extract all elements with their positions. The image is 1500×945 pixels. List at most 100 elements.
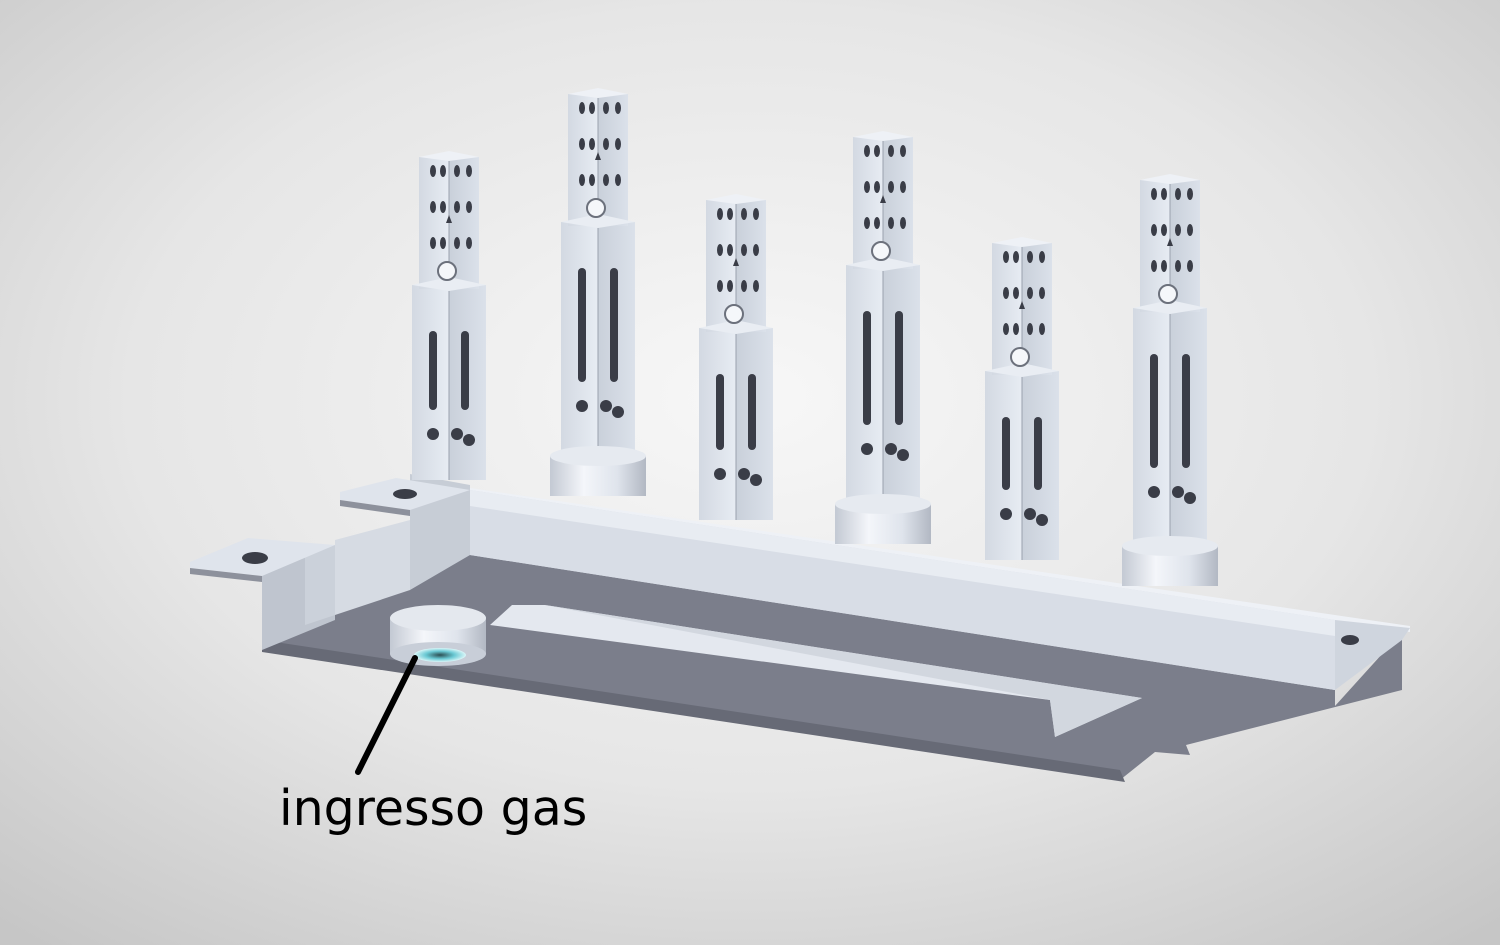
tube-port-hole xyxy=(900,217,906,229)
gas-inlet xyxy=(390,605,486,666)
tube-port-hole xyxy=(615,138,621,150)
manifold-left-box-face xyxy=(335,520,410,615)
tube-slot xyxy=(748,374,756,450)
tube-lower-hole xyxy=(750,474,762,486)
tube-port-hole xyxy=(888,217,894,229)
tube-port-hole xyxy=(888,181,894,193)
tube-top-cap xyxy=(1140,174,1200,184)
tube-slot xyxy=(578,268,586,382)
tube-lower-hole xyxy=(1148,486,1160,498)
tube-port-hole xyxy=(1013,287,1019,299)
tube-port-hole xyxy=(741,280,747,292)
tube-port-hole xyxy=(1013,251,1019,263)
tube-port-hole xyxy=(1027,251,1033,263)
tube-port-hole xyxy=(741,208,747,220)
tube-port-hole xyxy=(440,165,446,177)
tube-port-hole xyxy=(900,145,906,157)
tube-marker xyxy=(733,258,739,266)
tube-port-hole xyxy=(440,237,446,249)
tube-shoulder xyxy=(699,320,773,334)
manifold-channel-inner-face xyxy=(490,605,1142,737)
tube-port-hole xyxy=(1027,323,1033,335)
tube-port-hole xyxy=(717,244,723,256)
manifold xyxy=(190,474,1410,782)
tube-port-hole xyxy=(466,201,472,213)
tube-port-hole xyxy=(579,102,585,114)
tube-shoulder xyxy=(412,277,486,291)
manifold-front-wall-highlight xyxy=(470,490,1335,636)
tube-slot xyxy=(610,268,618,382)
tube-shoulder xyxy=(561,214,635,228)
tube-slot xyxy=(1182,354,1190,468)
tube-port-hole xyxy=(900,181,906,193)
tube-port-hole xyxy=(466,237,472,249)
tube-port-hole xyxy=(1175,224,1181,236)
tube-top-cap xyxy=(419,151,479,161)
tube-shoulder xyxy=(1133,300,1207,314)
tube-port-hole xyxy=(454,201,460,213)
tube-port-hole xyxy=(717,280,723,292)
tube-port-hole xyxy=(430,201,436,213)
tube-round-port xyxy=(871,241,891,261)
tube-port-hole xyxy=(1039,287,1045,299)
tube-port-hole xyxy=(1039,323,1045,335)
tube-marker xyxy=(446,215,452,223)
manifold-bottom-edge xyxy=(262,640,1125,782)
manifold-left-box-front xyxy=(305,545,335,625)
tube-port-hole xyxy=(1187,260,1193,272)
tube-port-hole xyxy=(1027,287,1033,299)
tube-lower-hole xyxy=(861,443,873,455)
tube-port-hole xyxy=(440,201,446,213)
tube-lower-hole xyxy=(612,406,624,418)
tube-port-hole xyxy=(753,208,759,220)
tube-port-hole xyxy=(430,237,436,249)
tube-lower-hole xyxy=(1036,514,1048,526)
tube-port-hole xyxy=(753,244,759,256)
tube-port-hole xyxy=(466,165,472,177)
tube-shoulder xyxy=(846,257,920,271)
tube-port-hole xyxy=(589,174,595,186)
tube-port-hole xyxy=(454,237,460,249)
tube-top-cap xyxy=(992,237,1052,247)
tube-port-hole xyxy=(1161,188,1167,200)
tube-lower-hole xyxy=(885,443,897,455)
tube-port-hole xyxy=(874,181,880,193)
tube-port-hole xyxy=(753,280,759,292)
tube-port-hole xyxy=(864,217,870,229)
tube-port-hole xyxy=(579,174,585,186)
manifold-front-wall xyxy=(470,490,1335,690)
tube-lower-hole xyxy=(1024,508,1036,520)
burner-tube xyxy=(412,151,486,480)
tube-base-top xyxy=(550,446,646,466)
tube-slot xyxy=(429,331,437,410)
tube-lower-hole xyxy=(1172,486,1184,498)
tube-round-port xyxy=(586,198,606,218)
tube-marker xyxy=(880,195,886,203)
tube-port-hole xyxy=(454,165,460,177)
tube-port-hole xyxy=(1151,188,1157,200)
left-upper-flange-edge xyxy=(340,500,410,516)
tube-port-hole xyxy=(741,244,747,256)
tube-lower-hole xyxy=(714,468,726,480)
tube-port-hole xyxy=(1175,188,1181,200)
tube-port-hole xyxy=(603,174,609,186)
burner-tube xyxy=(985,237,1059,560)
left-upper-flange-hole xyxy=(393,489,417,499)
left-lower-flange-hole xyxy=(242,552,268,564)
tube-lower-hole xyxy=(463,434,475,446)
tube-lower-hole xyxy=(738,468,750,480)
tube-port-hole xyxy=(874,145,880,157)
tube-port-hole xyxy=(1151,260,1157,272)
burner-tubes xyxy=(412,88,1218,586)
tube-slot xyxy=(1002,417,1010,490)
tube-port-hole xyxy=(1175,260,1181,272)
tube-marker xyxy=(1019,301,1025,309)
tube-port-hole xyxy=(717,208,723,220)
tube-lower-hole xyxy=(1184,492,1196,504)
tube-top-cap xyxy=(853,131,913,141)
tube-round-port xyxy=(437,261,457,281)
tube-port-hole xyxy=(727,244,733,256)
burner-tube xyxy=(835,131,931,544)
tube-slot xyxy=(895,311,903,425)
